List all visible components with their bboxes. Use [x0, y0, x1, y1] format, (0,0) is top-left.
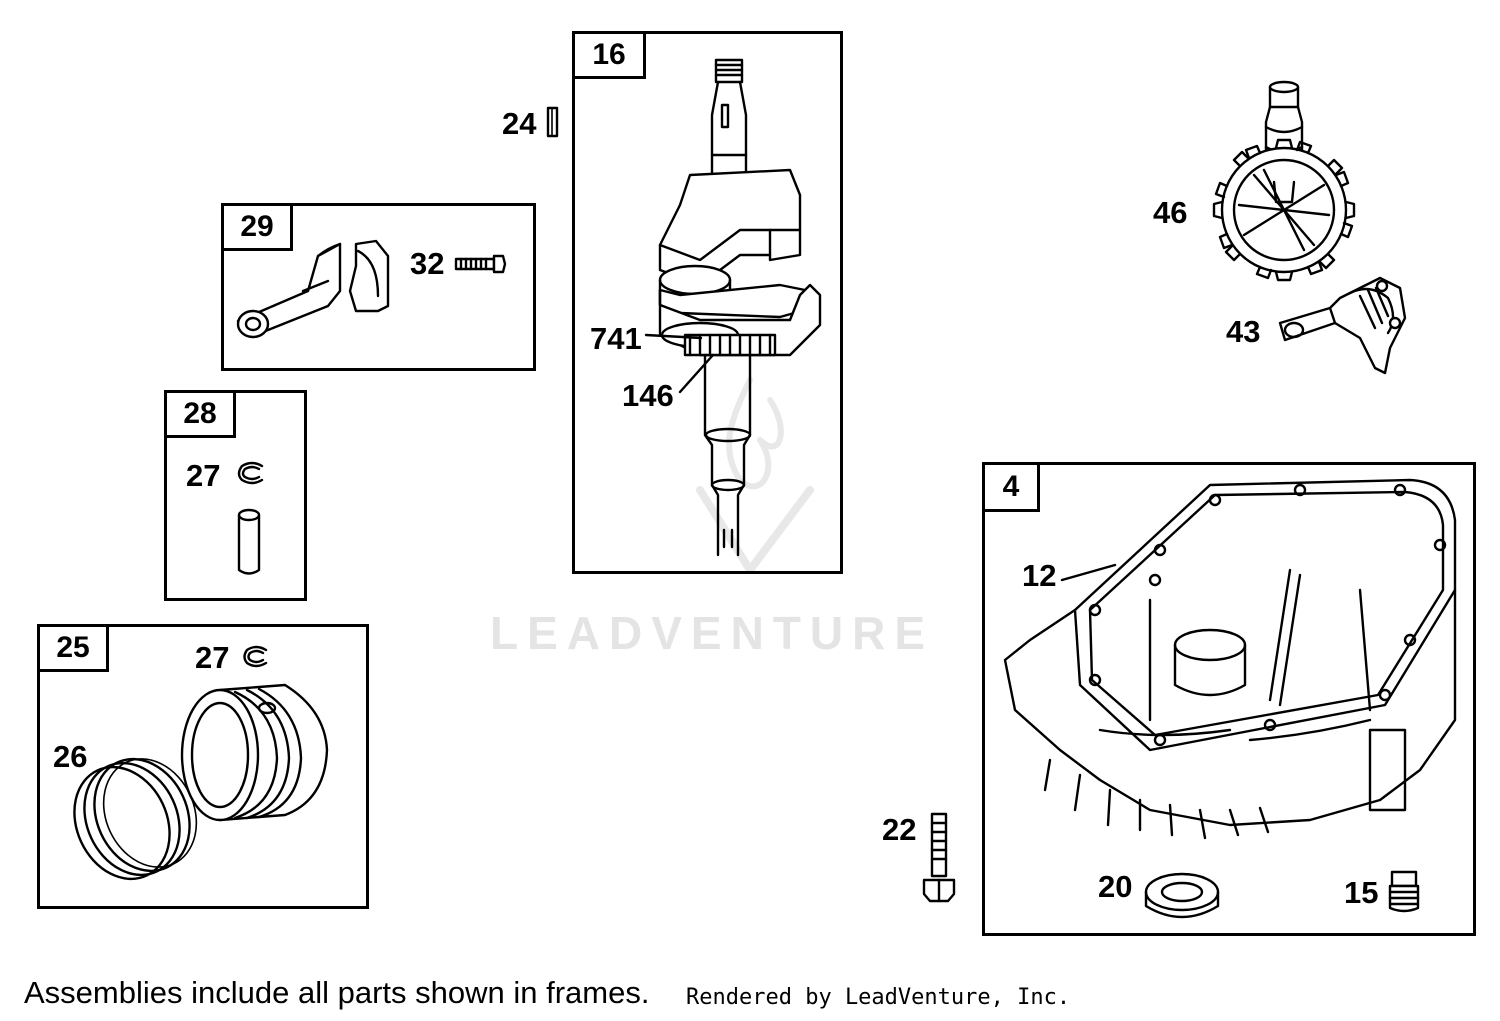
piston-frame-tag[interactable]: 25: [37, 624, 109, 672]
gasket-leader: [1060, 563, 1117, 582]
oil-seal-callout[interactable]: 20: [1098, 869, 1133, 904]
crankshaft-frame: [572, 31, 843, 574]
timing-gear-leader: [644, 333, 703, 340]
camshaft-drawing[interactable]: [1198, 80, 1368, 282]
key-drawing[interactable]: [545, 105, 561, 139]
piston-rings-drawing[interactable]: [60, 755, 198, 890]
connecting-rod-frame: [221, 203, 536, 371]
crank-gear-leader: [678, 353, 715, 394]
pin-clip-28-callout[interactable]: 27: [186, 458, 221, 493]
camshaft-callout[interactable]: 46: [1153, 195, 1188, 230]
connecting-rod-frame-tag[interactable]: 29: [221, 203, 293, 251]
sump-drawing[interactable]: [1000, 470, 1470, 850]
piston-pin-frame-tag[interactable]: 28: [164, 390, 236, 438]
crankshaft-frame-tag[interactable]: 16: [572, 31, 646, 79]
governor-drawing[interactable]: [1270, 268, 1420, 380]
connecting-rod-drawing[interactable]: [228, 236, 403, 346]
drain-plug-callout[interactable]: 15: [1344, 875, 1379, 910]
pin-clip-25-callout[interactable]: 27: [195, 640, 230, 675]
oil-seal-drawing[interactable]: [1142, 868, 1222, 930]
rod-bolt-drawing[interactable]: [453, 252, 508, 276]
key-callout[interactable]: 24: [502, 106, 537, 141]
sump-frame-tag[interactable]: 4: [982, 462, 1040, 512]
crankshaft-drawing[interactable]: [640, 55, 830, 557]
sump-frame: [982, 462, 1476, 936]
piston-drawing[interactable]: [175, 680, 335, 830]
sump-bolt-callout[interactable]: 22: [882, 812, 917, 847]
pin-clip-25-drawing[interactable]: [238, 644, 274, 670]
piston-frame: [37, 624, 369, 909]
sump-bolt-drawing[interactable]: [918, 808, 960, 908]
governor-callout[interactable]: 43: [1226, 314, 1261, 349]
timing-gear-callout[interactable]: 741: [590, 321, 642, 356]
drain-plug-drawing[interactable]: [1384, 866, 1424, 916]
rod-bolt-callout[interactable]: 32: [410, 246, 445, 281]
assemblies-note: Assemblies include all parts shown in fr…: [24, 975, 650, 1010]
rendered-by-credit: Rendered by LeadVenture, Inc.: [686, 985, 1071, 1010]
watermark-flame-logo: [696, 377, 814, 574]
pin-clip-28-drawing[interactable]: [232, 458, 272, 488]
gasket-callout[interactable]: 12: [1022, 558, 1057, 593]
crank-gear-callout[interactable]: 146: [622, 378, 674, 413]
watermark-text: LEADVENTURE: [490, 607, 935, 659]
rings-callout[interactable]: 26: [53, 739, 88, 774]
piston-pin-drawing[interactable]: [232, 505, 267, 580]
